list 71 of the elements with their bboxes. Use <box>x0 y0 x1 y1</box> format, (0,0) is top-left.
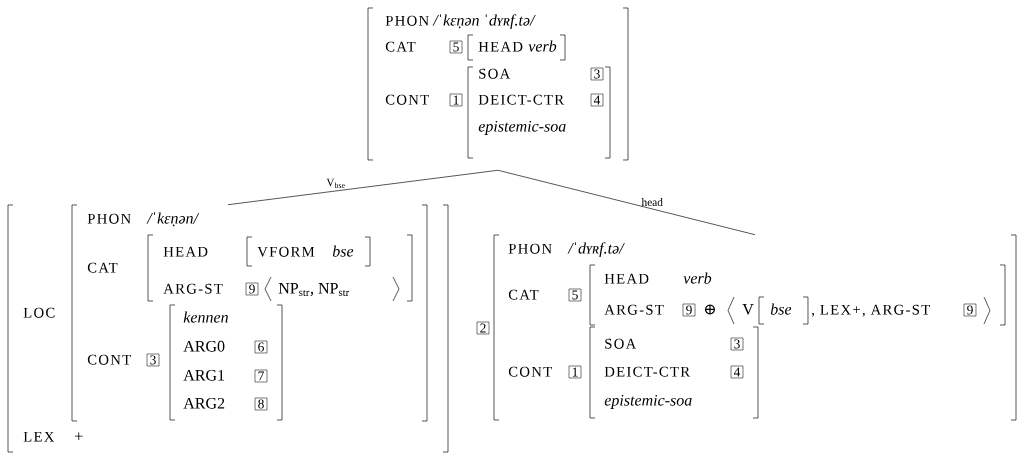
feature-value: epistemic-soa <box>604 394 692 409</box>
tag-box: 3 <box>730 337 744 351</box>
feature-name: HEAD <box>478 41 523 52</box>
attribute-value-matrix <box>589 326 759 419</box>
attribute-value-matrix <box>467 66 611 159</box>
tag-box: 7 <box>254 369 268 383</box>
tag-box: 4 <box>730 365 744 379</box>
feature-value: bse <box>770 303 792 315</box>
feature-name: SOA <box>605 338 637 349</box>
tag-box: 5 <box>449 40 463 54</box>
feature-value: verb <box>528 40 557 52</box>
tag-box: 8 <box>254 397 268 411</box>
attribute-value-matrix <box>589 264 1006 326</box>
tag-box: 6 <box>254 340 268 354</box>
tree-branch <box>497 169 756 236</box>
feature-name: CAT <box>385 41 416 52</box>
tag-box: 2 <box>476 321 490 335</box>
feature-name: HEAD <box>604 273 649 284</box>
feature-name: CONT <box>508 366 552 377</box>
attribute-value-matrix <box>7 204 449 453</box>
feature-name: PHON <box>508 243 552 254</box>
feature-name: SOA <box>479 68 511 79</box>
tree-branch <box>227 169 499 206</box>
feature-value: V <box>742 304 754 315</box>
feature-name: ARG-ST <box>604 304 664 315</box>
feature-name: CONT <box>87 354 131 365</box>
attribute-value-matrix <box>246 236 371 267</box>
feature-name: CONT <box>385 94 429 105</box>
feature-name: LOC <box>23 307 55 318</box>
feature-name: PHON <box>385 15 429 26</box>
feature-value: + <box>75 432 83 440</box>
feature-name: PHON <box>87 213 131 224</box>
feature-value: ARG2 <box>183 397 225 409</box>
feature-name: , LEX+, ARG-ST <box>811 304 930 317</box>
feature-value: kennen <box>183 311 228 323</box>
feature-name: CAT <box>87 262 118 273</box>
edge-label: head <box>641 198 663 206</box>
tag-box: 9 <box>245 282 259 296</box>
operator-symbol: ⊕ <box>704 304 715 315</box>
edge-label: V$_{bse}$ <box>326 178 345 188</box>
tag-box: 3 <box>590 67 604 81</box>
feature-value: /ˈkɛṇən/ <box>146 212 200 227</box>
feature-value: ARG1 <box>183 369 225 381</box>
attribute-value-matrix <box>71 204 428 422</box>
attribute-value-matrix <box>169 304 283 421</box>
attribute-value-matrix <box>467 34 566 61</box>
attribute-value-matrix <box>147 234 413 302</box>
feature-name: DEICT-CTR <box>478 94 565 105</box>
attribute-value-matrix <box>758 296 809 325</box>
tag-box: 1 <box>449 93 463 107</box>
tag-box: 1 <box>568 365 582 379</box>
feature-name: ARG-ST <box>163 283 223 294</box>
feature-name: CAT <box>508 289 539 300</box>
tag-box: 9 <box>963 303 977 317</box>
feature-name: LEX <box>23 431 55 442</box>
feature-name: DEICT-CTR <box>604 366 691 377</box>
feature-name: VFORM <box>257 246 315 257</box>
feature-value: /ˈdʏʀf.tə/ <box>567 242 625 257</box>
tag-box: 9 <box>682 303 696 317</box>
feature-value: /ˈkɛṇən ˈdʏʀf.tə/ <box>432 14 536 29</box>
tag-box: 3 <box>146 353 160 367</box>
attribute-value-matrix <box>367 7 629 161</box>
tag-box: 5 <box>568 288 582 302</box>
feature-value: verb <box>683 272 712 284</box>
feature-value: bse <box>332 245 354 257</box>
tag-box: 4 <box>590 93 604 107</box>
feature-value: epistemic-soa <box>478 120 566 135</box>
feature-value: NP$_{str}$, NP$_{str}$ <box>278 283 350 296</box>
feature-name: HEAD <box>163 246 208 257</box>
feature-value: ARG0 <box>183 340 225 352</box>
attribute-value-matrix <box>493 234 1017 421</box>
